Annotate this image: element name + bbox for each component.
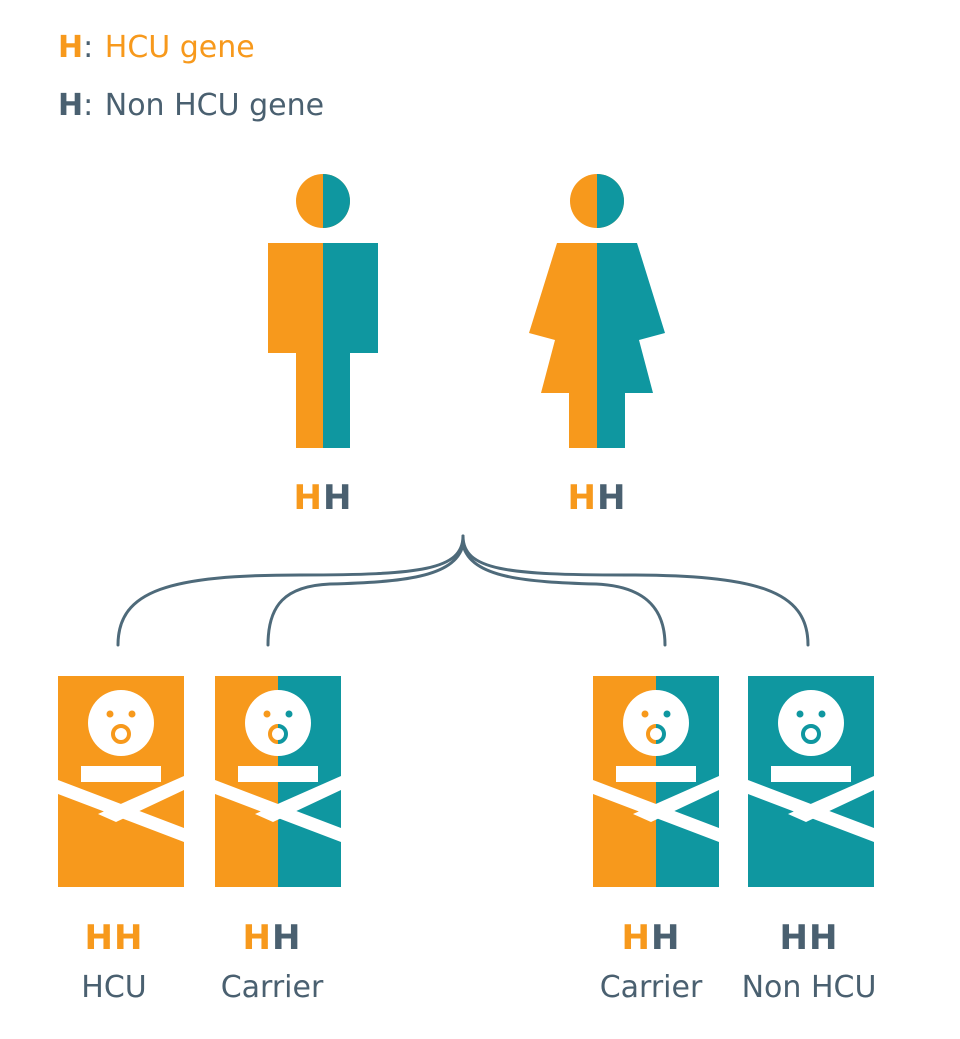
child-4-genotype: HH <box>729 918 889 958</box>
male-genotype-allele-1: H <box>293 478 323 518</box>
child-2-blanket-stripe-2 <box>255 776 341 822</box>
child-3-left-eye <box>641 710 649 718</box>
child-2-mouth-left <box>268 724 279 744</box>
female-genotype: HH <box>517 478 677 518</box>
child-1-allele-1: H <box>84 918 114 958</box>
child-1-face <box>88 690 154 756</box>
child-1-baby-card <box>58 676 184 887</box>
legend-hcu-gene: H: HCU gene <box>58 30 255 65</box>
child-3-mouth-right <box>655 724 666 744</box>
child-1-label: HCU <box>81 970 147 1005</box>
child-2-shoulders <box>238 766 318 782</box>
child-3-allele-1: H <box>621 918 651 958</box>
child-4-allele-2: H <box>809 918 839 958</box>
child-2-right-eye <box>285 710 293 718</box>
child-1-mouth-left <box>111 724 122 744</box>
legend-non-hcu-text: Non HCU gene <box>104 88 325 123</box>
child-2-mouth-right <box>277 724 288 744</box>
connector-to-child-4 <box>461 534 810 647</box>
child-4-left-eye <box>796 710 804 718</box>
child-3-blanket-stripe-2 <box>633 776 719 822</box>
child-1-allele-2: H <box>114 918 144 958</box>
female-figure <box>529 174 665 448</box>
female-genotype-allele-1: H <box>567 478 597 518</box>
child-2-allele-2: H <box>272 918 302 958</box>
connector-to-child-3 <box>461 543 667 647</box>
legend-hcu-text: HCU gene <box>104 30 255 65</box>
child-2-face <box>245 690 311 756</box>
child-3-allele-2: H <box>651 918 681 958</box>
child-4-mouth-right <box>810 724 821 744</box>
legend-non-hcu-letter: H <box>58 88 84 123</box>
child-4-blanket-stripe-2 <box>788 776 874 822</box>
child-4-allele-1: H <box>779 918 809 958</box>
child-4-face <box>778 690 844 756</box>
legend-non-hcu-separator: : <box>83 88 94 123</box>
child-3-baby-card <box>593 676 719 887</box>
child-1-shoulders <box>81 766 161 782</box>
legend-non-hcu-gene: H: Non HCU gene <box>58 88 324 123</box>
child-2-baby-card <box>215 676 341 887</box>
female-head-non-hcu-half <box>597 174 624 228</box>
male-genotype-allele-2: H <box>323 478 353 518</box>
child-4-mouth-left <box>801 724 812 744</box>
inheritance-connector <box>116 534 810 647</box>
female-body-hcu-half <box>529 243 597 448</box>
male-head-non-hcu-half <box>323 174 350 228</box>
children-group <box>58 676 874 887</box>
child-1-left-eye <box>106 710 114 718</box>
child-3-shoulders <box>616 766 696 782</box>
male-figure <box>268 174 378 448</box>
child-1-right-eye <box>128 710 136 718</box>
child-4-shoulders <box>771 766 851 782</box>
male-genotype: HH <box>243 478 403 518</box>
child-2-allele-1: H <box>242 918 272 958</box>
female-body-non-hcu-half <box>597 243 665 448</box>
connector-to-child-1 <box>116 534 465 647</box>
child-4-right-eye <box>818 710 826 718</box>
child-4-label: Non HCU <box>741 970 877 1005</box>
female-genotype-allele-2: H <box>597 478 627 518</box>
child-2-left-eye <box>263 710 271 718</box>
child-1-blanket-stripe-2 <box>98 776 184 822</box>
male-body-non-hcu-half <box>323 243 378 448</box>
child-3-face <box>623 690 689 756</box>
male-body-hcu-half <box>268 243 323 448</box>
connector-to-child-2 <box>266 543 465 647</box>
legend-hcu-separator: : <box>83 30 94 65</box>
child-4-baby-card <box>748 676 874 887</box>
child-3-label: Carrier <box>599 970 703 1005</box>
child-3-right-eye <box>663 710 671 718</box>
child-3-genotype: HH <box>571 918 731 958</box>
child-1-genotype: HH <box>34 918 194 958</box>
child-2-genotype: HH <box>192 918 352 958</box>
child-2-label: Carrier <box>220 970 324 1005</box>
child-3-mouth-left <box>646 724 657 744</box>
legend-hcu-letter: H <box>58 30 84 65</box>
child-1-mouth-right <box>120 724 131 744</box>
